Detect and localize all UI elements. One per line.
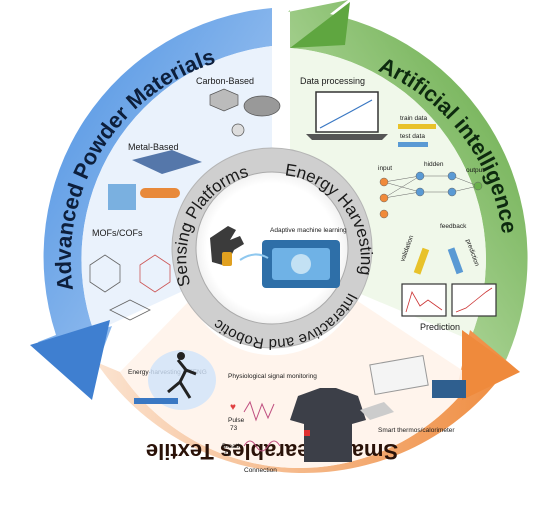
robot-hand-icon bbox=[210, 226, 244, 266]
materials-sector bbox=[38, 8, 272, 394]
runner-icon bbox=[167, 359, 197, 399]
nn-label-hidden: hidden bbox=[424, 161, 444, 168]
thermo-device bbox=[360, 354, 466, 420]
textile-sector-inner bbox=[120, 300, 474, 469]
textile-item-physio: Physiological signal monitoring bbox=[228, 373, 317, 380]
sensor-dot bbox=[304, 430, 310, 436]
center-caption: Adaptive machine learning bbox=[270, 227, 347, 234]
materials-item-metal: Metal-Based bbox=[128, 142, 179, 152]
runner-dome bbox=[134, 350, 216, 410]
device-globe bbox=[291, 254, 311, 274]
test-bar bbox=[398, 142, 428, 147]
textile-item-thermo: Smart thermos/calorimeter bbox=[378, 427, 455, 434]
connection-label: Connection bbox=[244, 467, 277, 474]
heart-icon: ♥ bbox=[230, 402, 236, 413]
metal-structures bbox=[108, 150, 202, 210]
shirt-icon bbox=[290, 388, 366, 462]
neural-network bbox=[379, 171, 483, 219]
green-arrowhead bbox=[290, 2, 350, 48]
prediction-monitors bbox=[401, 283, 497, 317]
hand-chip bbox=[222, 252, 232, 266]
vitals-panel: ♥ Pulse 73 Breath 15 Connection bbox=[222, 400, 281, 474]
nn-label-feedback: feedback bbox=[440, 223, 467, 230]
breath-value: 15 bbox=[224, 451, 232, 458]
center-illustration bbox=[210, 226, 340, 288]
textile-title: Smart Wearables Textile bbox=[146, 439, 398, 464]
validation-bar bbox=[413, 247, 430, 275]
signal-wave bbox=[239, 253, 269, 261]
textile-sector bbox=[96, 330, 520, 473]
train-bar bbox=[398, 124, 436, 129]
pulse-label: Pulse bbox=[228, 417, 245, 424]
ai-item-prediction: Prediction bbox=[420, 322, 460, 332]
nn-label-test: test data bbox=[400, 133, 425, 140]
nn-label-train: train data bbox=[400, 115, 427, 122]
orange-arrowhead bbox=[462, 330, 520, 400]
laptop-icon bbox=[306, 91, 388, 140]
mof-structures bbox=[89, 254, 171, 321]
prediction-bar bbox=[447, 247, 464, 275]
materials-item-mofs: MOFs/COFs bbox=[92, 228, 143, 238]
ai-item-data-processing: Data processing bbox=[300, 76, 365, 86]
blue-arrowhead bbox=[30, 320, 110, 400]
pulse-value: 73 bbox=[230, 425, 238, 432]
nn-label-output: output bbox=[466, 167, 484, 174]
breath-label: Breath bbox=[222, 443, 242, 450]
carbon-structures bbox=[209, 88, 281, 137]
nn-label-input: input bbox=[378, 165, 392, 172]
materials-item-carbon: Carbon-Based bbox=[196, 76, 254, 86]
